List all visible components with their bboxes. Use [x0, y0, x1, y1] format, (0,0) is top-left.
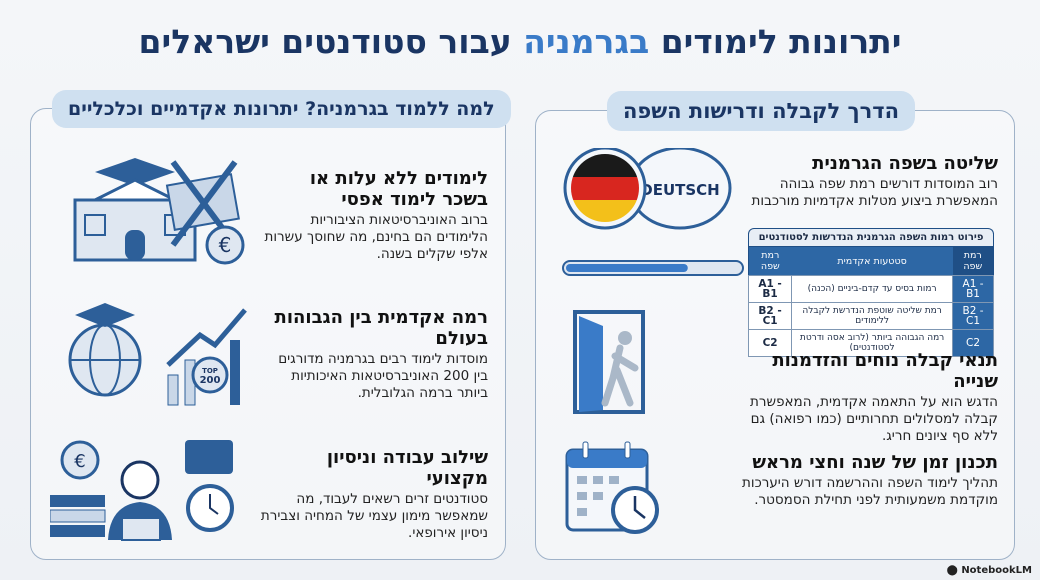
title-highlight: בגרמניה [523, 22, 650, 61]
svg-text:200: 200 [200, 375, 221, 386]
svg-text:€: € [219, 233, 232, 257]
benefit-academic-level: רמה אקדמית בין הגבוהות בעולם מוסדות לימו… [274, 307, 488, 401]
req-admission-conditions: תנאי קבלה נוחים והזדמנות שנייה הדגש הוא … [750, 350, 998, 444]
university-no-money-icon: € [73, 158, 245, 265]
student-work-icon: € [50, 440, 234, 541]
globe-top200-icon: TOP 200 [68, 303, 247, 406]
calendar-clock-icon [565, 441, 659, 534]
page-title: יתרונות לימודים בגרמניה עבור סטודנטים יש… [138, 22, 902, 61]
door-walk-icon [573, 310, 645, 414]
svg-text:DEUTSCH: DEUTSCH [640, 181, 719, 199]
language-levels-table: פירוט רמות השפה הגרמנית הנדרשות לסטודנטי… [747, 228, 994, 357]
benefit-free-tuition: לימודים ללא עלות או בשכר לימוד אפסי ברוב… [264, 168, 489, 262]
benefit-work-experience: שילוב עבודה וניסיון מקצועי סטודנטים זרים… [260, 447, 488, 541]
left-panel-header: למה ללמוד בגרמניה? יתרונות אקדמיים וכלכל… [52, 90, 511, 128]
right-panel-header: הדרך לקבלה ודרישות השפה [607, 91, 916, 131]
notebooklm-logo: ⬤ NotebookLM [946, 565, 1032, 576]
svg-text:€: € [74, 451, 85, 472]
svg-text:TOP: TOP [202, 367, 218, 375]
language-progress-fill [566, 264, 688, 272]
req-german-language: שליטה בשפה הגרמנית רוב המוסדות דורשים רמ… [751, 153, 998, 209]
german-speech-icon: DEUTSCH [562, 148, 744, 276]
req-time-planning: תכנון זמן של שנה וחצי מראש תהליך לימוד ה… [742, 452, 998, 508]
